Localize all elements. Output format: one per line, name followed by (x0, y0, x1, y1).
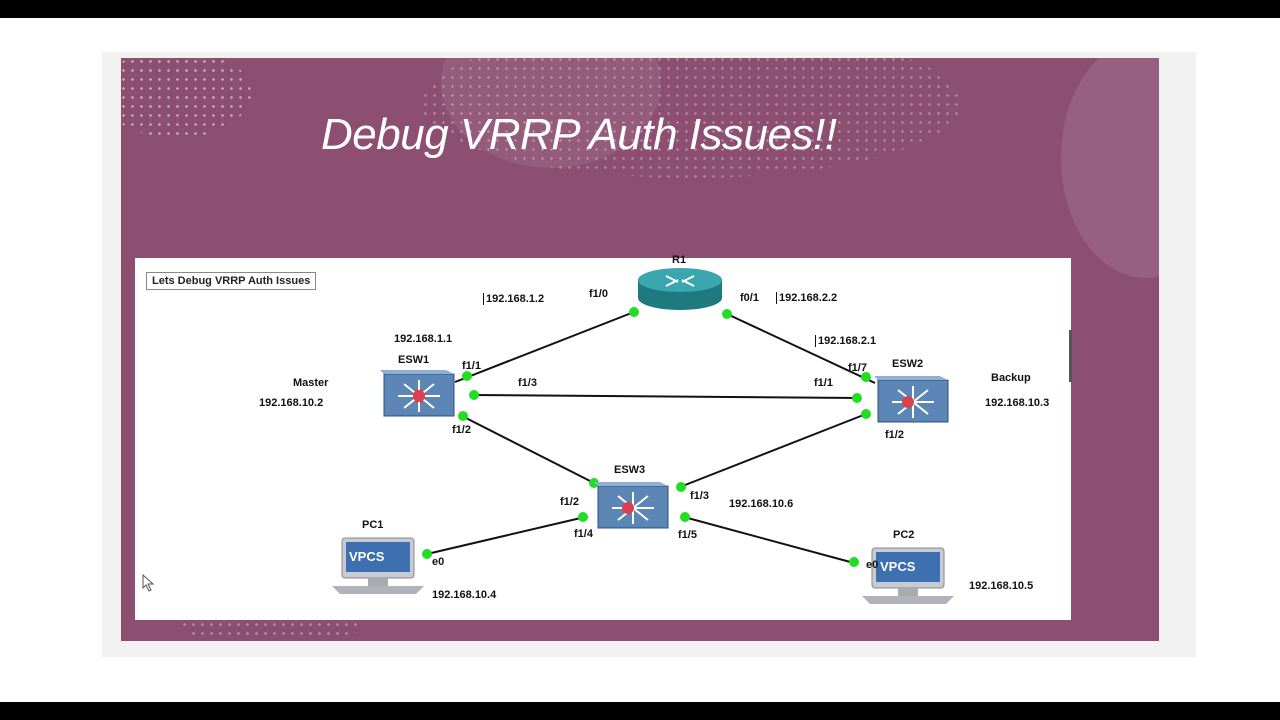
mouse-cursor-icon (142, 574, 155, 592)
if-esw3-f15: f1/5 (678, 529, 697, 541)
router-icon (638, 268, 722, 310)
port-dot (469, 390, 479, 400)
pc2-screen-text: VPCS (880, 559, 916, 574)
esw3-ip: 192.168.10.6 (729, 498, 794, 510)
esw1-ip: 192.168.10.2 (259, 397, 324, 409)
if-esw3-f14: f1/4 (574, 528, 593, 540)
port-dot (578, 512, 588, 522)
device-name-esw1: ESW1 (398, 354, 430, 366)
device-name-pc2: PC2 (893, 529, 915, 541)
if-esw2-f17: f1/7 (848, 362, 867, 374)
if-r1-f10: f1/0 (589, 288, 608, 300)
port-dot (861, 372, 871, 382)
port-dot (861, 409, 871, 419)
if-pc2-e0: e0 (866, 559, 879, 571)
if-r1-f01: f0/1 (740, 292, 759, 304)
diagram-caption: Lets Debug VRRP Auth Issues (146, 272, 317, 290)
vpcs-icon (862, 547, 954, 604)
multilayer-switch-icon (594, 482, 669, 529)
port-dot (462, 371, 472, 381)
slide-title: Debug VRRP Auth Issues!! (321, 110, 837, 159)
esw2-ip: 192.168.10.3 (985, 397, 1050, 409)
esw1-role: Master (293, 377, 329, 389)
if-esw2-f12: f1/2 (885, 429, 904, 441)
multilayer-switch-icon (380, 370, 455, 417)
if-esw2-f11: f1/1 (814, 377, 833, 389)
link-esw2-esw3 (679, 413, 867, 488)
port-dot (722, 309, 732, 319)
if-esw3-f13: f1/3 (690, 490, 709, 502)
addr-r1-f10: 192.168.1.2 (483, 293, 544, 305)
port-dot (852, 393, 862, 403)
if-pc1-e0: e0 (432, 556, 445, 568)
port-dot (680, 512, 690, 522)
pc1-screen-text: VPCS (349, 549, 385, 564)
if-esw1-f11: f1/1 (462, 360, 481, 372)
device-name-r1: R1 (672, 254, 687, 266)
link-esw3-pc1 (426, 516, 586, 555)
letterbox-top (0, 0, 1280, 18)
port-dot (422, 549, 432, 559)
link-esw1-esw2 (471, 394, 861, 399)
if-esw1-f12: f1/2 (452, 424, 471, 436)
device-name-esw2: ESW2 (892, 358, 924, 370)
port-dot (589, 478, 599, 488)
port-dot (849, 557, 859, 567)
device-name-pc1: PC1 (362, 519, 384, 531)
decor-dots (421, 58, 961, 178)
addr-esw2-f17: 192.168.2.1 (815, 335, 876, 347)
if-esw1-f13: f1/3 (518, 377, 537, 389)
port-dot (629, 307, 639, 317)
window-edge (1069, 330, 1072, 382)
link-esw1-esw3 (461, 415, 597, 485)
port-dot (676, 482, 686, 492)
if-esw3-f12: f1/2 (560, 496, 579, 508)
link-r1-esw2 (726, 313, 876, 384)
letterbox-bottom (0, 702, 1280, 720)
device-name-esw3: ESW3 (614, 464, 646, 476)
link-esw3-pc2 (683, 516, 855, 564)
esw2-role: Backup (991, 372, 1031, 384)
pc2-ip: 192.168.10.5 (969, 580, 1034, 592)
link-r1-esw1 (454, 311, 635, 383)
vpcs-icon (332, 537, 424, 594)
addr-esw1-f11: 192.168.1.1 (394, 333, 453, 345)
port-dot (458, 411, 468, 421)
multilayer-switch-icon (874, 376, 949, 423)
pc1-ip: 192.168.10.4 (432, 589, 497, 601)
addr-r1-f01: 192.168.2.2 (776, 292, 837, 304)
